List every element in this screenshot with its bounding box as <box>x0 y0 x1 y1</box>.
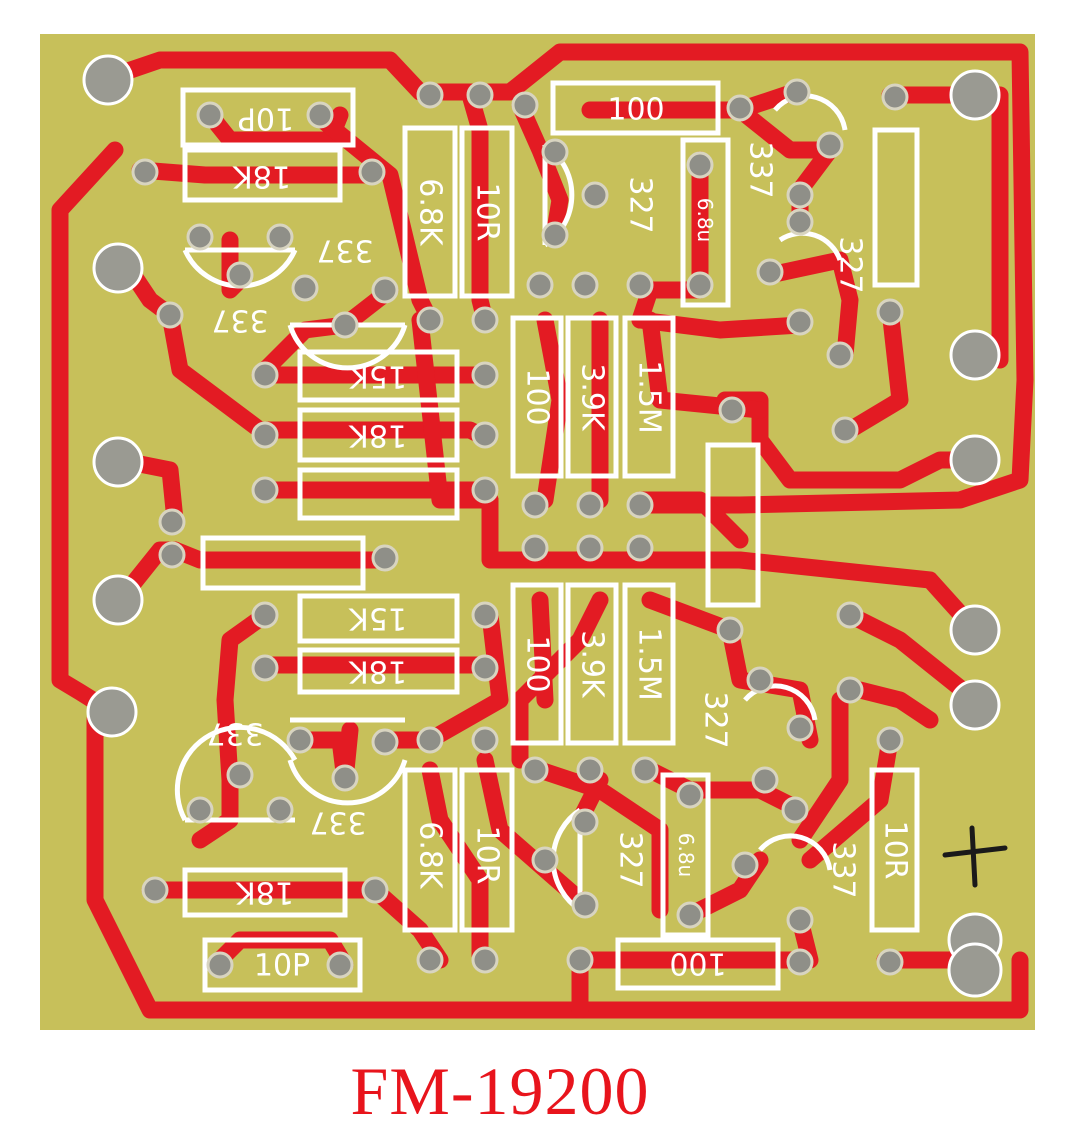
label-337-top-a: 337 <box>211 303 268 338</box>
label-18k-bottom-b: 18K <box>348 654 407 689</box>
label-337-bottom-c: 337 <box>826 841 861 898</box>
label-100-v-bottom: 100 <box>520 635 555 692</box>
label-6-8k-top: 6.8K <box>413 178 448 247</box>
plus-mark <box>942 825 1008 888</box>
label-100-bottom: 100 <box>669 946 726 981</box>
label-327-bottom-c: 327 <box>698 691 733 748</box>
label-337-top-c: 337 <box>743 141 778 198</box>
label-100-v-top: 100 <box>520 368 555 425</box>
label-1-5m-top: 1.5M <box>632 360 667 434</box>
label-10p-bottom: 10P <box>254 949 310 984</box>
label-6-8u-top: 6.8u <box>693 198 717 242</box>
label-10r-bottom-b: 10R <box>878 820 913 879</box>
label-10r-top: 10R <box>470 182 505 241</box>
label-15k-top: 15K <box>348 359 407 394</box>
label-337-bottom-a: 337 <box>206 716 263 751</box>
silkscreen-outlines <box>174 80 920 993</box>
silkscreen-labels-top: 10P 18K 6.8K 10R 100 337 337 327 6.8u 33… <box>211 93 867 453</box>
label-18k-top-b: 18K <box>348 418 407 453</box>
label-15k-bottom: 15K <box>348 601 407 636</box>
label-327-bottom-d: 327 <box>613 831 648 888</box>
label-6-8k-bottom: 6.8K <box>413 821 448 890</box>
label-18k-bottom-a: 18K <box>235 875 294 910</box>
label-100-top: 100 <box>607 93 664 128</box>
label-10p-top: 10P <box>238 101 294 136</box>
label-6-8u-bottom: 6.8u <box>674 833 698 877</box>
label-337-top-b: 337 <box>316 233 373 268</box>
pcb-substrate <box>40 34 1035 1030</box>
silkscreen-labels-bottom: 15K 18K 100 3.9K 1.5M 327 337 337 6.8K 1… <box>206 601 912 984</box>
label-337-bottom-b: 337 <box>309 805 366 840</box>
board-model-caption: FM-19200 <box>350 1053 650 1129</box>
label-3-9k-bottom: 3.9K <box>575 630 610 699</box>
small-pads <box>131 78 909 979</box>
label-327-top-b: 327 <box>833 236 868 293</box>
label-3-9k-top: 3.9K <box>575 363 610 432</box>
label-1-5m-bottom: 1.5M <box>632 627 667 701</box>
label-327-top-a: 327 <box>623 176 658 233</box>
label-10r-bottom: 10R <box>470 825 505 884</box>
label-18k-top-a: 18K <box>232 159 291 194</box>
pads <box>82 54 1003 998</box>
